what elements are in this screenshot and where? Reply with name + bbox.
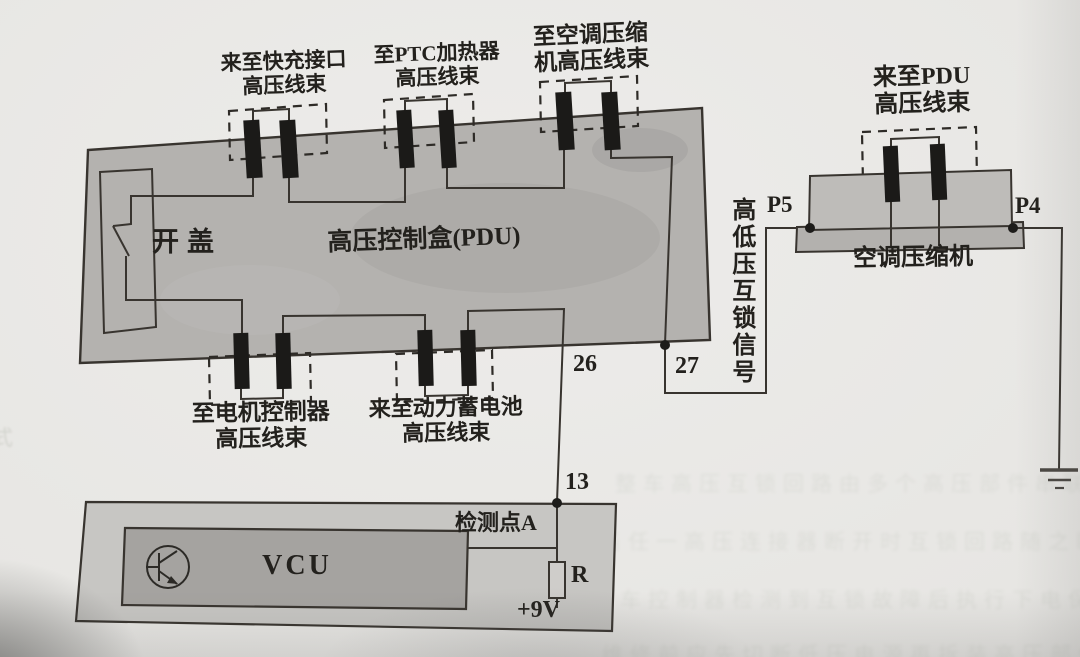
- label-pin-26: 26: [573, 351, 597, 377]
- label-line: 高压线束: [241, 71, 327, 98]
- label-harness-ac-compressor: 至空调压缩 机高压线束: [532, 20, 649, 76]
- jumper-motor: [240, 388, 284, 401]
- label-harness-ptc: 至PTC加热器 高压线束: [373, 38, 501, 91]
- label-harness-battery: 来至动力蓄电池 高压线束: [368, 393, 524, 447]
- label-line: 高压线束: [215, 424, 308, 452]
- resistor-symbol: [548, 561, 566, 599]
- junction-p5: [805, 223, 815, 233]
- label-interlock-signal: 高低压互锁信号: [727, 197, 754, 386]
- compressor-box: [794, 168, 1026, 254]
- label-line: 机高压线束: [533, 45, 650, 76]
- connector-motor-2: [275, 332, 292, 390]
- label-line: 高压线束: [394, 63, 480, 90]
- label-vcu: VCU: [262, 550, 332, 581]
- label-line: 来至动力蓄电池: [368, 393, 523, 422]
- label-line: 高压线束: [874, 89, 971, 119]
- label-line: 至电机控制器: [191, 398, 330, 427]
- connector-battery-1: [417, 329, 434, 387]
- label-detection-point: 检测点A: [455, 510, 537, 535]
- connector-compressor-1: [882, 145, 901, 203]
- label-resistor: R: [571, 562, 589, 588]
- label-compressor: 空调压缩机: [852, 243, 974, 273]
- label-harness-fast-charge: 来至快充接口 高压线束: [220, 46, 348, 99]
- label-supply-9v: +9V: [517, 597, 561, 623]
- label-harness-from-pdu: 来至PDU 高压线束: [873, 63, 972, 119]
- label-line: 来至PDU: [872, 62, 971, 92]
- wire-p4-ground: [1013, 227, 1064, 471]
- junction-pin27: [660, 340, 670, 350]
- label-line: 至PTC加热器: [373, 38, 500, 68]
- junction-p4: [1008, 223, 1018, 233]
- ground-symbol: [1040, 468, 1078, 490]
- connector-battery-2: [460, 329, 477, 387]
- junction-pin13: [552, 498, 562, 508]
- label-line: 高压线束: [401, 418, 491, 446]
- label-pin-27: 27: [675, 353, 699, 379]
- label-pin-p5: P5: [767, 192, 793, 217]
- label-pin-p4: P4: [1015, 193, 1041, 218]
- connector-compressor-2: [929, 143, 948, 201]
- label-harness-motor-controller: 至电机控制器 高压线束: [192, 399, 331, 453]
- label-lid-switch: 开盖: [152, 227, 222, 257]
- jumper-ptc: [404, 97, 448, 112]
- jumper-ac: [564, 79, 612, 94]
- dashed-box-motor: [207, 351, 313, 407]
- connector-motor-1: [233, 332, 250, 390]
- label-pin-13: 13: [565, 469, 589, 495]
- label-line: 来至快充接口: [220, 46, 347, 76]
